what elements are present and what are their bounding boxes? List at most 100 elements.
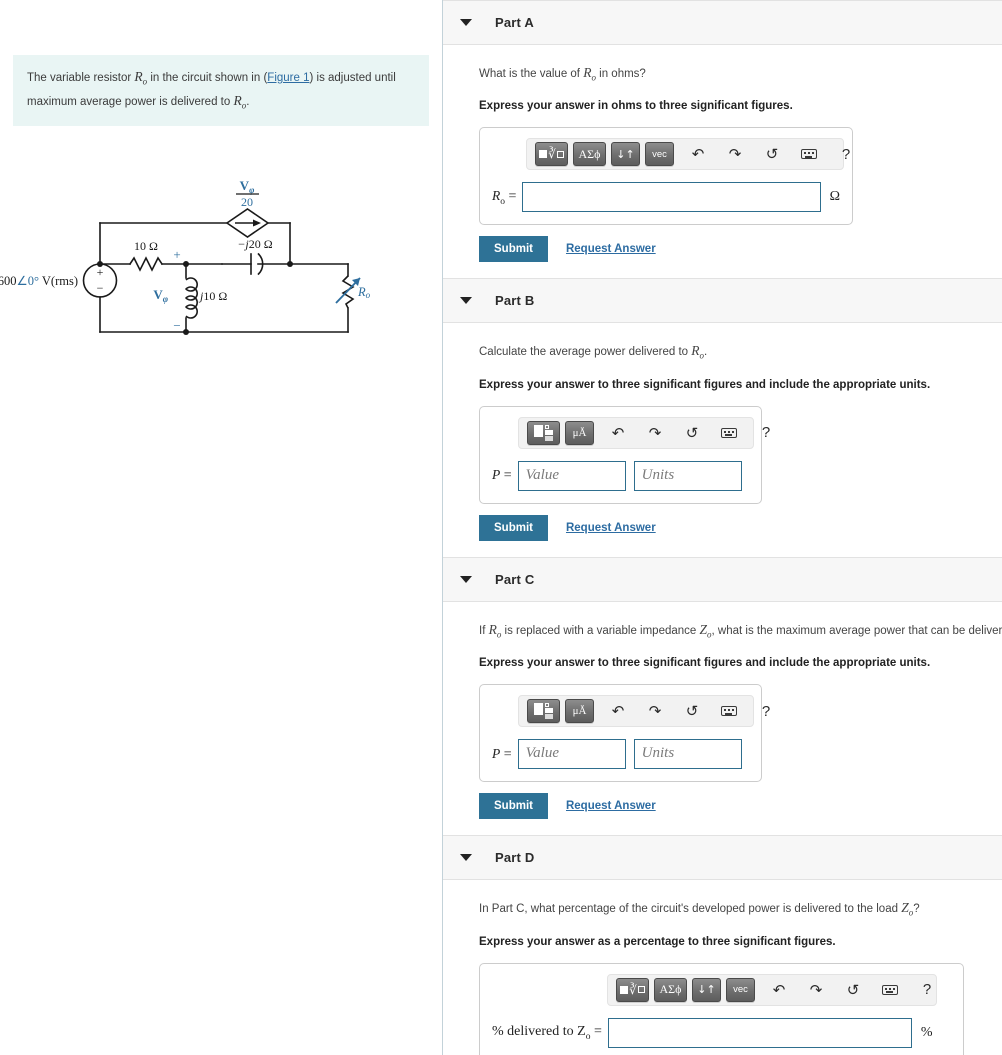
part-a-request-answer-link[interactable]: Request Answer	[565, 243, 656, 256]
part-b-header[interactable]: Part B	[443, 278, 1002, 324]
part-c-submit-button[interactable]: Submit	[479, 793, 548, 820]
part-d-header[interactable]: Part D	[443, 835, 1002, 881]
units-template-icon[interactable]	[527, 420, 560, 445]
part-c-input-row: P =	[492, 739, 749, 770]
keyboard-icon[interactable]	[877, 978, 903, 1002]
keyboard-icon[interactable]	[716, 421, 742, 445]
part-a-body: What is the value of Ro in ohms? Express…	[443, 45, 1002, 278]
micro-amp-icon[interactable]: μĂ	[565, 699, 594, 724]
figure-pane: The variable resistor Ro in the circuit …	[0, 0, 443, 1055]
statement-var-ro: Ro	[134, 69, 148, 87]
reset-icon[interactable]: ↺	[685, 703, 699, 721]
part-b-answer-label: P =	[492, 467, 512, 484]
statement-text-2: in the circuit shown in (	[147, 72, 268, 84]
part-c-header[interactable]: Part C	[443, 556, 1002, 602]
part-a-title: Part A	[495, 15, 535, 30]
help-icon[interactable]: ?	[841, 145, 851, 163]
dependent-source-label: Vφ 20	[236, 178, 259, 209]
part-a-actions: Submit Request Answer	[479, 236, 1002, 263]
part-b-instruction: Express your answer to three significant…	[479, 378, 931, 391]
chevron-down-icon[interactable]	[460, 854, 472, 862]
part-a-answer-input[interactable]	[522, 182, 821, 213]
part-a-unit-suffix: Ω	[829, 189, 840, 205]
part-c-body: If Ro is replaced with a variable impeda…	[443, 602, 1002, 835]
part-b-input-row: P =	[492, 460, 749, 491]
part-c-request-answer-link[interactable]: Request Answer	[565, 800, 656, 813]
part-b-math-toolbar: μĂ ↶ ↷ ↺ ?	[518, 416, 770, 449]
label-source: 600∠0° V(rms)	[0, 274, 78, 288]
part-a-answer-card: ∛ ΑΣϕ ↓↑ vec ↶ ↷ ↺ ? Ro = Ω	[479, 127, 853, 226]
chevron-down-icon[interactable]	[460, 297, 472, 305]
part-a-math-toolbar: ∛ ΑΣϕ ↓↑ vec ↶ ↷ ↺ ?	[526, 138, 850, 171]
part-c-answer-label: P =	[492, 745, 512, 762]
redo-icon[interactable]: ↷	[648, 424, 662, 442]
undo-icon[interactable]: ↶	[772, 981, 786, 999]
help-icon[interactable]: ?	[922, 981, 932, 999]
part-d-answer-card: ∛ ΑΣϕ ↓↑ vec ↶ ↷ ↺ ? % delivered to Zo =	[479, 962, 964, 1055]
part-b-body: Calculate the average power delivered to…	[443, 323, 1002, 556]
part-a-header[interactable]: Part A	[443, 0, 1002, 45]
part-d-question: In Part C, what percentage of the circui…	[479, 900, 920, 918]
keyboard-icon[interactable]	[716, 699, 742, 723]
part-d-math-toolbar: ∛ ΑΣϕ ↓↑ vec ↶ ↷ ↺ ?	[607, 973, 937, 1006]
source-minus: −	[97, 281, 104, 295]
parts-pane: Part A What is the value of Ro in ohms? …	[443, 0, 1002, 1055]
keyboard-icon[interactable]	[796, 142, 822, 166]
units-template-icon[interactable]	[527, 699, 560, 724]
template-sqrt-icon[interactable]: ∛	[616, 977, 649, 1002]
vector-icon[interactable]: vec	[645, 142, 674, 167]
reset-icon[interactable]: ↺	[765, 146, 779, 164]
problem-statement: The variable resistor Ro in the circuit …	[13, 55, 429, 127]
chevron-down-icon[interactable]	[460, 19, 472, 26]
part-a-block: Part A What is the value of Ro in ohms? …	[443, 0, 1002, 278]
undo-icon[interactable]: ↶	[611, 424, 625, 442]
part-c-instruction: Express your answer to three significant…	[479, 657, 931, 670]
variable-arrow-head	[352, 278, 360, 286]
part-b-submit-button[interactable]: Submit	[479, 514, 548, 541]
subscript-superscript-icon[interactable]: ↓↑	[692, 977, 721, 1002]
part-c-units-input[interactable]	[633, 739, 742, 770]
figure-1-link[interactable]: Figure 1	[267, 72, 310, 84]
undo-icon[interactable]: ↶	[611, 703, 625, 721]
part-d-unit-suffix: %	[920, 1024, 933, 1040]
vector-icon[interactable]: vec	[726, 977, 755, 1002]
circuit-figure: Vφ 20 10 Ω −j20 Ω j10 Ω Vφ + − 600∠0° V(…	[0, 168, 443, 363]
part-b-units-input[interactable]	[633, 460, 742, 491]
part-c-math-toolbar: μĂ ↶ ↷ ↺ ?	[518, 695, 770, 728]
greek-symbols-icon[interactable]: ΑΣϕ	[654, 977, 687, 1002]
part-a-instruction: Express your answer in ohms to three sig…	[479, 100, 793, 113]
label-vphi: Vφ	[153, 287, 168, 304]
part-d-block: Part D In Part C, what percentage of the…	[443, 835, 1002, 1055]
micro-amp-icon[interactable]: μĂ	[565, 420, 594, 445]
part-b-block: Part B Calculate the average power deliv…	[443, 278, 1002, 556]
redo-icon[interactable]: ↷	[728, 146, 742, 164]
statement-var-ro-2: Ro	[233, 92, 247, 111]
part-a-submit-button[interactable]: Submit	[479, 236, 548, 263]
help-icon[interactable]: ?	[761, 702, 771, 720]
part-d-answer-input[interactable]	[607, 1017, 912, 1048]
reset-icon[interactable]: ↺	[685, 424, 699, 442]
label-minus-j20-ohm: −j20 Ω	[237, 237, 272, 251]
greek-symbols-icon[interactable]: ΑΣϕ	[573, 142, 606, 167]
svg-text:20: 20	[241, 195, 253, 209]
redo-icon[interactable]: ↷	[648, 703, 662, 721]
part-d-answer-label: % delivered to Zo =	[492, 1023, 602, 1042]
chevron-down-icon[interactable]	[460, 575, 472, 583]
redo-icon[interactable]: ↷	[809, 981, 823, 999]
label-j10-ohm: j10 Ω	[198, 289, 227, 303]
help-icon[interactable]: ?	[761, 424, 771, 442]
part-b-value-input[interactable]	[517, 460, 626, 491]
label-ro: Ro	[357, 285, 371, 300]
part-d-body: In Part C, what percentage of the circui…	[443, 880, 1002, 1055]
part-a-input-row: Ro = Ω	[492, 182, 840, 213]
undo-icon[interactable]: ↶	[691, 146, 705, 164]
template-sqrt-icon[interactable]: ∛	[535, 142, 568, 167]
part-d-instruction: Express your answer as a percentage to t…	[479, 935, 836, 948]
part-c-value-input[interactable]	[517, 739, 626, 770]
subscript-superscript-icon[interactable]: ↓↑	[611, 142, 640, 167]
part-b-title: Part B	[495, 293, 535, 309]
svg-text:Vφ: Vφ	[240, 178, 255, 195]
part-b-request-answer-link[interactable]: Request Answer	[565, 521, 656, 534]
reset-icon[interactable]: ↺	[846, 981, 860, 999]
